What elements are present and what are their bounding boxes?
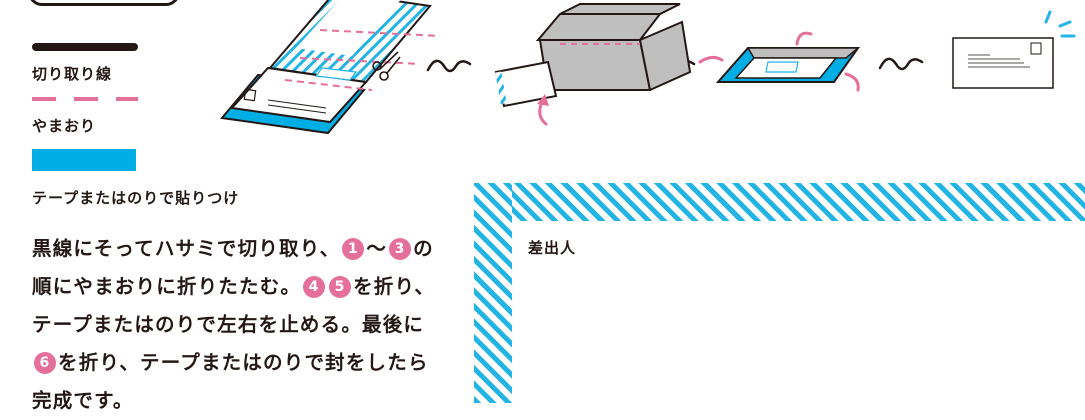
step-number-6: 6 <box>34 352 56 374</box>
cut-line-sample <box>32 43 138 51</box>
step-number-4: 4 <box>303 276 326 298</box>
folding-envelope <box>494 3 692 126</box>
sender-stripe-top <box>474 183 1085 221</box>
cut-line-label: 切り取り線 <box>32 65 113 83</box>
curved-arrow-icon <box>795 31 813 46</box>
tape-swatch <box>32 149 136 171</box>
squiggle-arrow-icon <box>426 59 472 73</box>
fold-line-label: やまおり <box>32 117 97 135</box>
folding-steps-illustration <box>220 0 1076 135</box>
sender-stripe-left <box>474 183 512 403</box>
step-number-1: 1 <box>342 238 365 260</box>
fold-line-sample <box>32 97 138 101</box>
squiggle-arrow-icon <box>878 57 924 71</box>
step-number-5: 5 <box>329 276 352 298</box>
unfolded-envelope <box>220 0 441 135</box>
curved-arrow-icon <box>698 55 724 64</box>
sender-label: 差出人 <box>528 239 577 257</box>
folded-envelope-blue <box>698 31 861 92</box>
instruction-line-5: 完成です。 <box>32 389 134 412</box>
curved-arrow-icon <box>844 72 860 92</box>
tape-label: テープまたはのりで貼りつけ <box>32 189 240 207</box>
scissors-icon <box>372 51 401 81</box>
step-number-3: 3 <box>389 238 412 260</box>
finished-envelope <box>952 10 1076 89</box>
postage-stamp-icon <box>1030 42 1042 55</box>
instruction-line-3: テープまたはのりで左右を止める。最後に <box>32 313 425 336</box>
